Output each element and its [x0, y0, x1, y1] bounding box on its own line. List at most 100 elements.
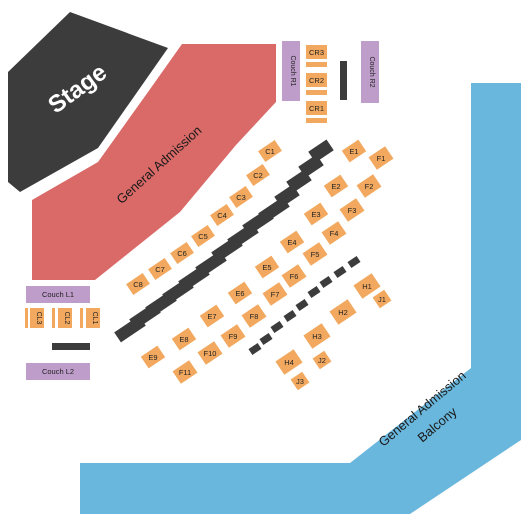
section-cl1[interactable]: CL1	[86, 308, 100, 328]
section-shape	[339, 198, 365, 222]
cl1-label: CL1	[91, 312, 98, 325]
blocked-seat-block	[295, 299, 309, 311]
section-shape	[140, 345, 166, 369]
section-shape	[258, 140, 282, 162]
section-shape	[323, 174, 349, 198]
couch-r1[interactable]: Couch R1	[282, 41, 300, 101]
section-h2[interactable]: H2	[329, 299, 357, 325]
section-f10[interactable]: F10	[197, 341, 223, 365]
section-label: C2	[253, 171, 263, 180]
section-e5[interactable]: E5	[254, 255, 280, 279]
section-shape	[170, 242, 194, 264]
section-c4[interactable]: C4	[210, 204, 234, 226]
section-shape	[303, 202, 329, 226]
section-c3[interactable]: C3	[229, 186, 253, 208]
section-e6[interactable]: E6	[227, 281, 253, 305]
section-c7[interactable]: C7	[148, 258, 172, 280]
section-f7[interactable]: F7	[262, 282, 288, 306]
section-f2[interactable]: F2	[356, 174, 382, 198]
section-h4[interactable]: H4	[275, 349, 303, 375]
section-shape	[229, 186, 253, 208]
blocked-seat-block	[114, 315, 146, 343]
section-e3[interactable]: E3	[303, 202, 329, 226]
section-label: J1	[378, 295, 386, 304]
couch-r2[interactable]: Couch R2	[361, 41, 379, 103]
cl3-label: CL3	[35, 312, 42, 325]
section-e1[interactable]: E1	[341, 139, 367, 163]
couch-l1-label: Couch L1	[42, 290, 74, 299]
section-cl2[interactable]: CL2	[58, 308, 72, 328]
section-c6[interactable]: C6	[170, 242, 194, 264]
section-f5[interactable]: F5	[302, 242, 328, 266]
section-label: H1	[362, 282, 372, 291]
blocked-seat-block	[307, 286, 321, 298]
cr-bar-2	[306, 90, 327, 95]
section-c1[interactable]: C1	[258, 140, 282, 162]
section-label: F7	[271, 290, 280, 299]
section-label: F4	[330, 229, 339, 238]
section-f6[interactable]: F6	[281, 264, 307, 288]
cr2-label: CR2	[309, 76, 324, 85]
cr1-shape	[306, 101, 327, 115]
couch-l2[interactable]: Couch L2	[26, 363, 90, 380]
section-label: H4	[284, 358, 294, 367]
cr2-shape	[306, 73, 327, 87]
section-shape	[227, 281, 253, 305]
section-shape	[279, 230, 305, 254]
section-f4[interactable]: F4	[321, 221, 347, 245]
section-c8[interactable]: C8	[126, 273, 150, 295]
couch-l2-label: Couch L2	[42, 367, 74, 376]
section-e4[interactable]: E4	[279, 230, 305, 254]
cr-bar-1	[306, 62, 327, 67]
section-label: E2	[331, 182, 340, 191]
section-label: H2	[338, 308, 348, 317]
couch-r1-shape	[282, 41, 300, 101]
section-f3[interactable]: F3	[339, 198, 365, 222]
section-label: E9	[148, 353, 157, 362]
section-label: F6	[290, 272, 299, 281]
section-shape	[302, 242, 328, 266]
cr3-label: CR3	[309, 48, 324, 57]
section-label: C7	[155, 265, 165, 274]
section-c2[interactable]: C2	[246, 164, 270, 186]
section-e9[interactable]: E9	[140, 345, 166, 369]
section-cr2[interactable]: CR2	[306, 73, 327, 87]
section-shape	[220, 324, 246, 348]
couch-r1-label: Couch R1	[289, 55, 296, 86]
section-label: C5	[198, 232, 208, 241]
section-shape	[353, 273, 381, 299]
blocked-seat-block	[270, 321, 284, 333]
section-h1[interactable]: H1	[353, 273, 381, 299]
section-shape	[171, 327, 197, 351]
section-label: C1	[265, 147, 275, 156]
section-f1[interactable]: F1	[368, 146, 394, 170]
section-h3[interactable]: H3	[303, 323, 331, 349]
couch-r2-label: Couch R2	[368, 56, 375, 87]
section-e8[interactable]: E8	[171, 327, 197, 351]
general-admission-area[interactable]: General Admission	[32, 44, 276, 280]
stage-area: Stage	[8, 12, 168, 192]
section-e2[interactable]: E2	[323, 174, 349, 198]
couch-l1[interactable]: Couch L1	[26, 286, 90, 303]
blocked-seat-block	[259, 333, 273, 345]
cr-bar-3	[306, 118, 327, 123]
section-cr1[interactable]: CR1	[306, 101, 327, 115]
couch-l1-shape	[26, 286, 90, 303]
section-cl3[interactable]: CL3	[30, 308, 44, 328]
cl2-shape	[58, 308, 72, 328]
section-e7[interactable]: E7	[199, 304, 225, 328]
section-j2[interactable]: J2	[312, 350, 332, 370]
section-j1[interactable]: J1	[372, 289, 392, 309]
section-c5[interactable]: C5	[191, 225, 215, 247]
section-label: H3	[312, 332, 322, 341]
section-shape	[254, 255, 280, 279]
cl-bar-2	[52, 308, 55, 328]
section-cr3[interactable]: CR3	[306, 45, 327, 59]
section-f8[interactable]: F8	[241, 304, 267, 328]
section-j3[interactable]: J3	[290, 371, 310, 391]
section-label: F3	[348, 206, 357, 215]
section-f11[interactable]: F11	[172, 360, 198, 384]
section-label: F11	[179, 368, 191, 377]
section-f9[interactable]: F9	[220, 324, 246, 348]
